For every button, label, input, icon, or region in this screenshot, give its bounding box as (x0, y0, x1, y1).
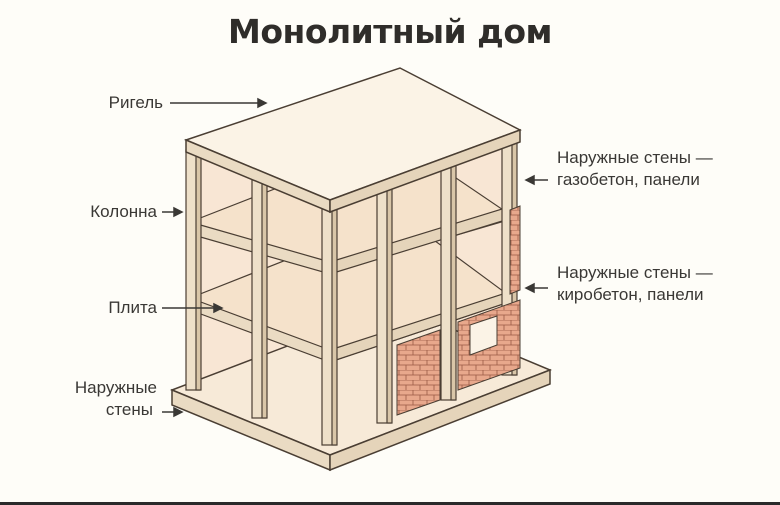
label-aerated-line1: Наружные стены — (557, 148, 713, 167)
brick-walls (396, 205, 521, 416)
label-aerated-line2: газобетон, панели (557, 170, 700, 189)
label-brick-line2: киробетон, панели (557, 285, 704, 304)
label-outer-walls-aerated: Наружные стены — газобетон, панели (557, 147, 713, 191)
label-outer-walls-brick: Наружные стены — киробетон, панели (557, 262, 713, 306)
label-rigel-text: Ригель (108, 93, 163, 112)
roof-slab (183, 67, 522, 214)
label-column-text: Колонна (90, 202, 157, 221)
label-outer-walls-left: Наружные стены (40, 377, 157, 421)
label-slab: Плита (50, 297, 157, 319)
label-rigel: Ригель (60, 92, 163, 114)
label-arrows (162, 97, 548, 418)
bottom-border (0, 502, 780, 505)
label-brick-line1: Наружные стены — (557, 263, 713, 282)
diagram-title: Монолитный дом (228, 12, 552, 51)
label-outer-walls-line2: стены (105, 400, 153, 419)
label-slab-text: Плита (108, 298, 157, 317)
label-column: Колонна (50, 201, 157, 223)
columns (185, 134, 518, 446)
label-outer-walls-line1: Наружные (74, 378, 157, 397)
